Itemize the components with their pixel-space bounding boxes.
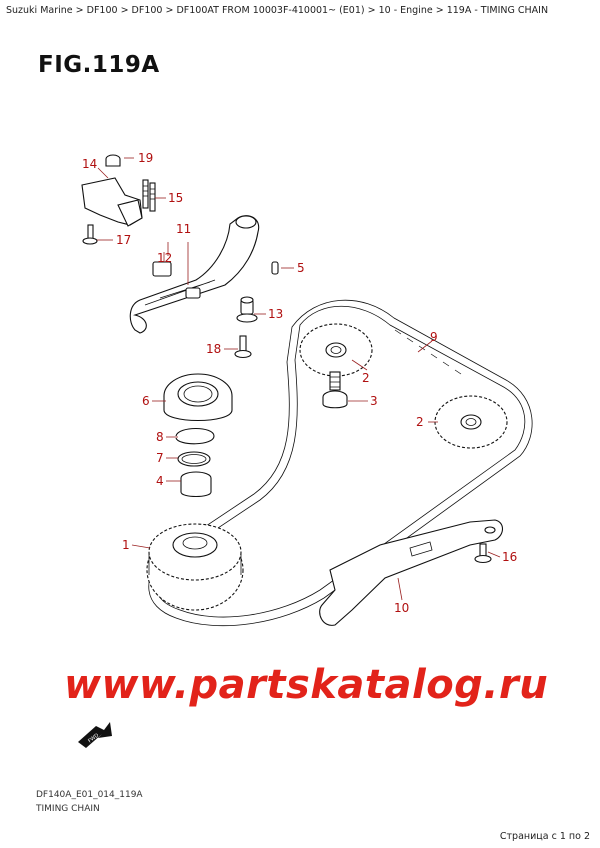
crankshaft-sprocket: [146, 523, 244, 611]
callouts: 14 19 15 17 11 12 5 13 18 6 8 7 4 1 9 2 …: [82, 151, 517, 615]
callout-2-lower[interactable]: 2: [416, 415, 424, 429]
callout-12[interactable]: 12: [157, 251, 172, 265]
chain-bracket: [81, 154, 156, 245]
bolt-17: [82, 224, 98, 245]
cam-sprocket-2: [434, 395, 508, 449]
dowel-pin: [271, 261, 279, 275]
callout-18[interactable]: 18: [206, 342, 221, 356]
callout-11[interactable]: 11: [176, 222, 191, 236]
sprocket-bolt: [322, 371, 348, 409]
callout-4[interactable]: 4: [156, 474, 164, 488]
stud-bolts: [142, 179, 156, 212]
bearing: [163, 373, 233, 422]
callout-3[interactable]: 3: [370, 394, 378, 408]
callout-14[interactable]: 14: [82, 157, 97, 171]
snap-ring: [175, 427, 215, 445]
callout-1[interactable]: 1: [122, 538, 130, 552]
cam-sprocket-1: [299, 323, 373, 377]
callout-6[interactable]: 6: [142, 394, 150, 408]
figure-caption: TIMING CHAIN: [36, 804, 100, 814]
callout-2-upper[interactable]: 2: [362, 371, 370, 385]
leader-lines: [97, 157, 501, 601]
callout-10[interactable]: 10: [394, 601, 409, 615]
bolt-18: [234, 335, 252, 359]
page-indicator: Страница с 1 по 2: [499, 831, 590, 842]
o-ring: [177, 451, 211, 467]
callout-8[interactable]: 8: [156, 430, 164, 444]
fwd-arrow-icon: FWD: [78, 722, 112, 748]
callout-9[interactable]: 9: [430, 330, 438, 344]
spacer: [180, 471, 212, 498]
site-watermark: www.partskatalog.ru: [64, 662, 549, 708]
chain-tensioner: [319, 519, 504, 626]
callout-15[interactable]: 15: [168, 191, 183, 205]
breadcrumb[interactable]: Suzuki Marine > DF100 > DF100 > DF100AT …: [6, 5, 549, 16]
callout-19[interactable]: 19: [138, 151, 153, 165]
drawing-code: DF140A_E01_014_119A: [36, 790, 143, 800]
callout-16[interactable]: 16: [502, 550, 517, 564]
chain-guide: [129, 215, 260, 334]
callout-5[interactable]: 5: [297, 261, 305, 275]
tensioner-bolt: [474, 543, 492, 564]
callout-17[interactable]: 17: [116, 233, 131, 247]
figure-title: FIG.119A: [38, 52, 160, 78]
callout-7[interactable]: 7: [156, 451, 164, 465]
callout-13[interactable]: 13: [268, 307, 283, 321]
bolt-13: [236, 296, 258, 323]
